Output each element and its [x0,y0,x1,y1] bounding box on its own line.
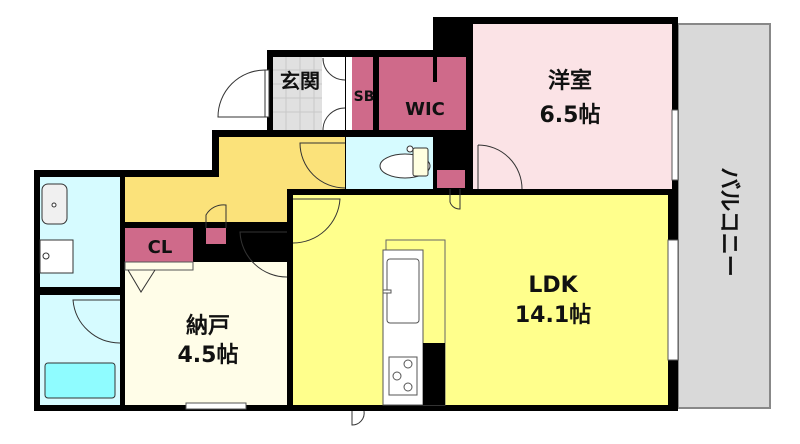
western-room [473,24,672,189]
closet [125,228,193,262]
western-window [671,109,679,181]
storage-door-icon[interactable] [239,231,288,278]
wic-label: WIC [405,99,445,120]
storage-room-label: 納戸 [186,313,230,339]
ldk-window [667,239,679,361]
closet-label: CL [148,237,173,258]
stove-icon [388,356,418,396]
storage-room [125,262,287,405]
ldk-size: 14.1帖 [515,303,591,328]
shoebox-door-icon [322,57,346,131]
ldk-small-door-icon [351,410,365,426]
storage-window [185,402,247,410]
kitchen-counter [382,249,424,406]
toilet-icon [379,145,431,179]
western-room-size: 6.5帖 [540,103,601,128]
ps-door-icon [449,189,461,210]
bathtub-icon [44,362,116,399]
balcony [677,23,771,409]
bath-door-icon[interactable] [72,299,121,344]
storage-room-size: 4.5帖 [178,343,239,368]
closet-fold-door-icon[interactable] [127,269,156,293]
ldk-door-icon[interactable] [292,198,341,244]
sb [352,57,373,130]
ldk [293,195,668,405]
western-room-label: 洋室 [548,68,592,94]
sb-label: SB [354,89,375,105]
sink-icon [39,183,74,274]
entrance-door-icon[interactable] [217,69,266,118]
entrance-door-frame [264,69,270,118]
balcony-label: バルコニー [716,167,741,277]
wic [379,57,466,130]
western-door-icon[interactable] [477,144,523,190]
toilet-door-icon[interactable] [299,142,346,189]
closet-door-icon[interactable] [205,204,227,228]
genkan-label: 玄関 [280,69,320,93]
ldk-label: LDK [528,273,578,298]
pipe-space [437,170,465,188]
